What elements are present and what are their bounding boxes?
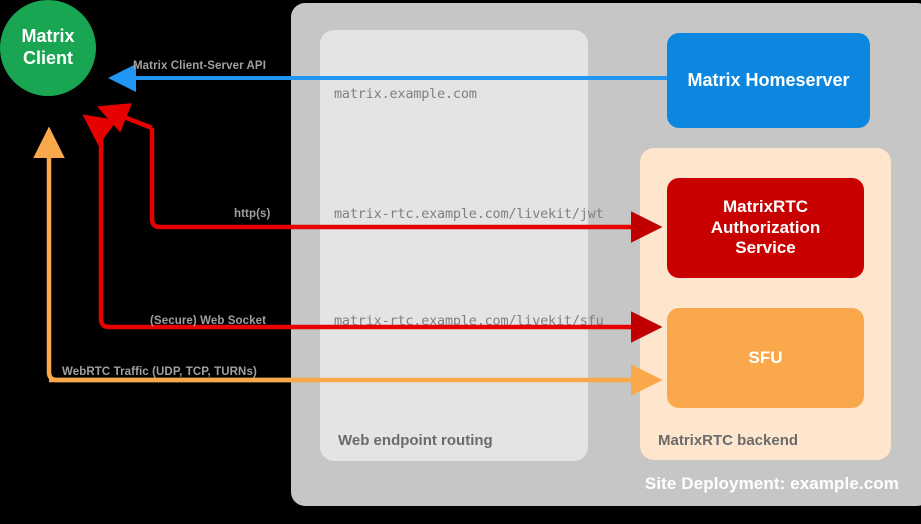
auth-label-line1: MatrixRTC	[722, 196, 808, 216]
web-endpoint-routing-label: Web endpoint routing	[338, 432, 493, 449]
edge-label-webrtc: WebRTC Traffic (UDP, TCP, TURNs)	[62, 366, 257, 378]
node-matrix-homeserver-label: Matrix Homeserver	[687, 69, 850, 90]
node-matrix-homeserver[interactable]: Matrix Homeserver	[667, 33, 870, 128]
edge-websocket-arrowhead-client	[82, 114, 118, 146]
edge-https-arrowhead-client	[96, 103, 153, 133]
auth-label-line2: Authorization	[710, 217, 821, 237]
node-sfu-label: SFU	[748, 347, 783, 367]
client-label-line2: Client	[22, 48, 73, 68]
node-sfu[interactable]: SFU	[667, 308, 864, 408]
matrixrtc-backend-label: MatrixRTC backend	[658, 432, 799, 449]
node-matrixrtc-authorization-service[interactable]: MatrixRTC Authorization Service	[667, 178, 864, 278]
endpoint-url-livekit-jwt: matrix-rtc.example.com/livekit/jwt	[334, 206, 604, 222]
node-matrixrtc-authorization-service-label: MatrixRTC Authorization Service	[711, 197, 821, 259]
node-matrix-client-label: Matrix Client	[21, 26, 74, 69]
node-matrix-client[interactable]: Matrix Client	[0, 0, 96, 96]
auth-label-line3: Service	[735, 238, 796, 258]
client-label-line1: Matrix	[21, 26, 75, 47]
endpoint-url-livekit-sfu: matrix-rtc.example.com/livekit/sfu	[334, 313, 604, 329]
edge-webrtc-behind-routing	[320, 377, 588, 382]
site-deployment-label: Site Deployment: example.com	[644, 474, 899, 493]
edge-label-matrix-client-server-api: Matrix Client-Server API	[133, 60, 266, 72]
endpoint-url-matrix: matrix.example.com	[334, 86, 477, 102]
web-endpoint-routing-container: matrix.example.com matrix-rtc.example.co…	[320, 30, 604, 461]
edge-label-https: http(s)	[234, 208, 271, 220]
edge-label-websocket: (Secure) Web Socket	[150, 315, 267, 327]
